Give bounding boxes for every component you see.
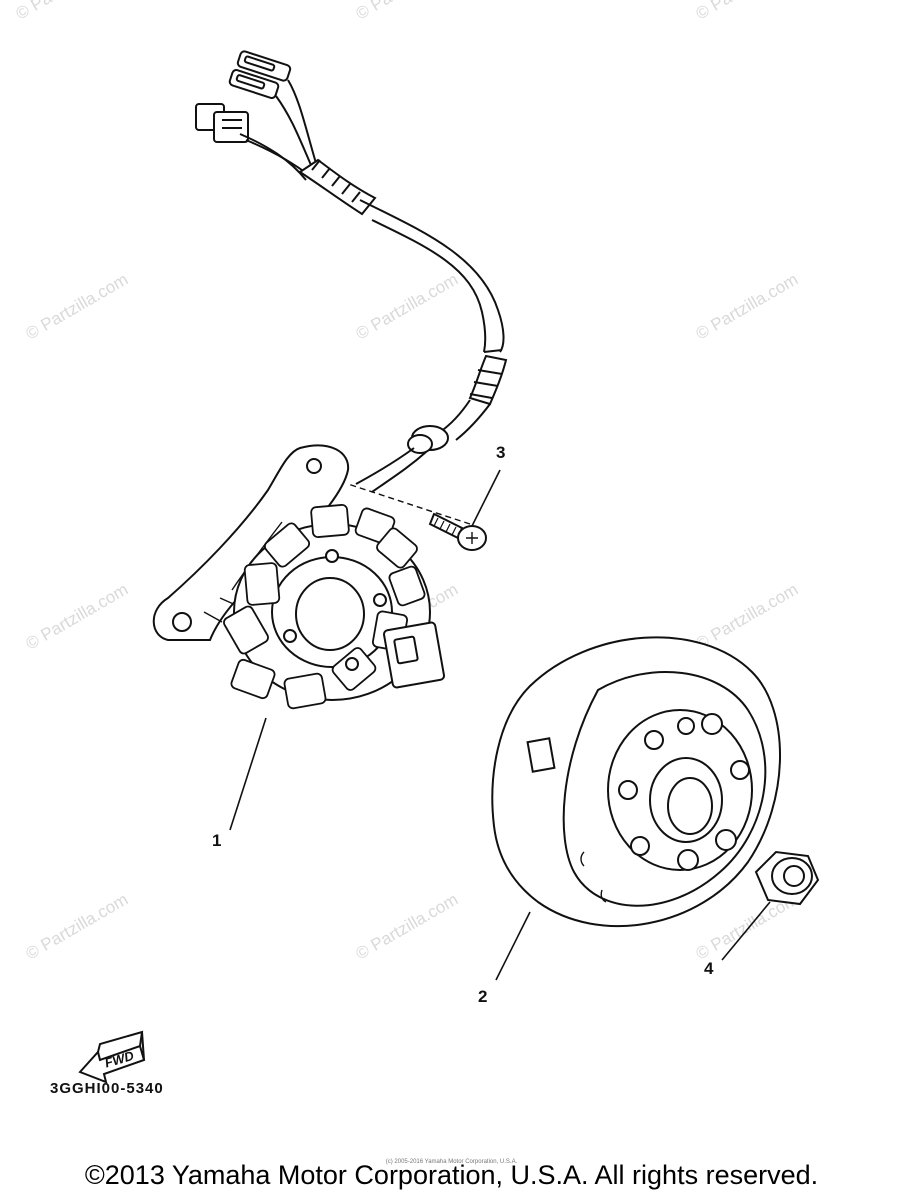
callout-1: 1 [212, 831, 221, 850]
part-code: 3GGHI00-5340 [50, 1080, 164, 1097]
watermark-text: © Partzilla.com [23, 890, 132, 964]
flywheel-rotor [491, 636, 781, 928]
nut [754, 850, 820, 906]
callout-2: 2 [478, 987, 487, 1006]
watermark-text: © Partzilla.com [353, 890, 462, 964]
watermark-text: © Partzilla.com [23, 270, 132, 344]
watermark-text: © Partzilla.com [693, 270, 802, 344]
stator-assembly [152, 444, 446, 710]
watermark-text: © Partzilla.com [693, 580, 802, 654]
watermark-text: © Partzilla.com [23, 580, 132, 654]
wiring-harness [195, 50, 508, 493]
watermark-text: © Partzilla.com [13, 0, 122, 23]
small-copyright: (c) 2005-2016 Yamaha Motor Corporation, … [385, 1159, 518, 1165]
leader-lines [229, 469, 771, 981]
fwd-arrow-icon: FWD [78, 1030, 146, 1084]
watermark-text: © Partzilla.com [353, 270, 462, 344]
copyright-notice: ©2013 Yamaha Motor Corporation, U.S.A. A… [84, 1160, 819, 1190]
callout-3: 3 [496, 443, 505, 462]
screw [347, 483, 487, 551]
watermark-text: © Partzilla.com [353, 0, 462, 23]
watermark-text: © Partzilla.com [693, 0, 802, 23]
callout-4: 4 [704, 959, 714, 978]
